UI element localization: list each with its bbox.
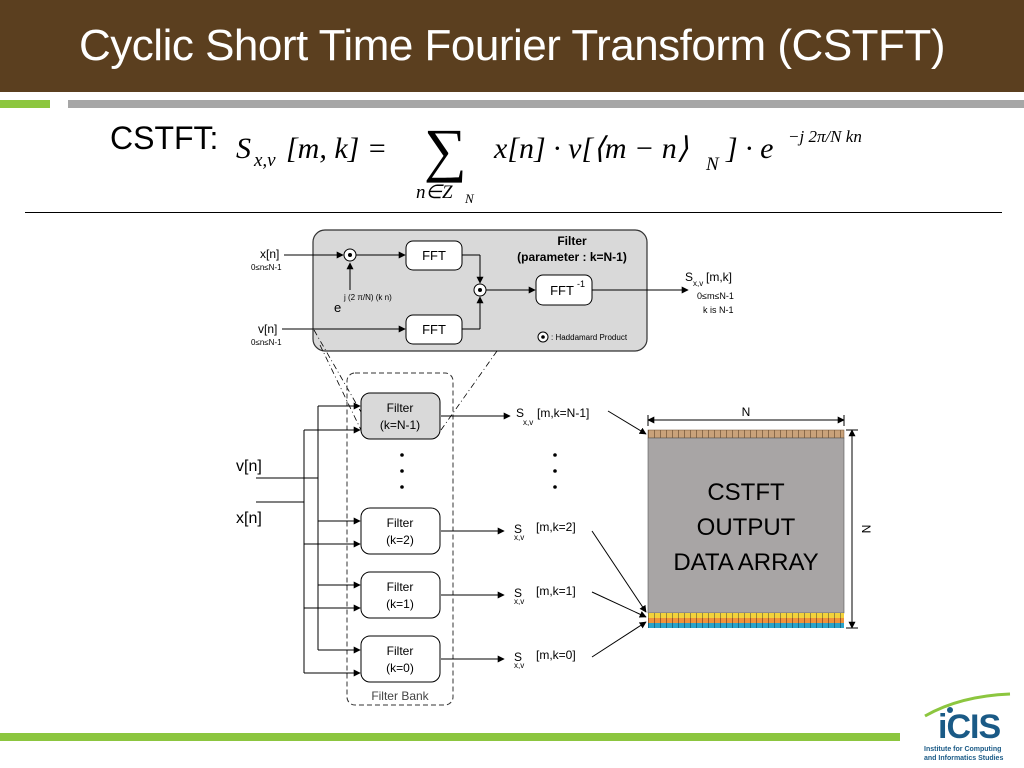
filter-k2-line2: (k=2): [386, 533, 414, 547]
filter-k0-line2: (k=0): [386, 661, 414, 675]
output-k1-sub: x,v: [514, 597, 524, 606]
bank-input-wiring: [256, 406, 319, 673]
output-data-array: CSTFT OUTPUT DATA ARRAY: [647, 429, 845, 628]
zoom-lines: [313, 329, 498, 431]
array-feed-arrows: [591, 410, 647, 658]
output-k1-symbol: S: [514, 586, 522, 600]
array-label-line3: DATA ARRAY: [673, 549, 818, 576]
detail-output-range2: k is N-1: [703, 305, 734, 315]
bank-ellipsis: [400, 453, 557, 489]
formula-term1-sub: N: [705, 154, 720, 175]
array-label-line2: OUTPUT: [697, 514, 796, 541]
filter-kN1-line2: (k=N-1): [380, 418, 420, 432]
icis-logo-sub1: Institute for Computing: [924, 746, 1002, 753]
icis-logo-sub2: and Informatics Studies: [924, 755, 1004, 762]
output-k0-sub: x,v: [514, 661, 524, 670]
accent-bar-green: [0, 100, 50, 108]
output-k2-symbol: S: [514, 522, 522, 536]
formula-lhs-sub: x,v: [253, 150, 276, 171]
filter-k0-line1: Filter: [387, 644, 414, 658]
formula-lhs-args: [m, k] =: [286, 132, 387, 165]
output-kN1-sub: x,v: [523, 418, 533, 427]
title-bar: [0, 0, 1024, 92]
formula-sum-index: n∈Z: [416, 182, 453, 203]
filter-k1-line1: Filter: [387, 580, 414, 594]
filter-bank-label: Filter Bank: [371, 689, 429, 703]
ifft-block-label: FFT: [550, 283, 574, 298]
filter-k2-line1: Filter: [387, 516, 414, 530]
filter-detail-title: Filter: [557, 234, 587, 248]
array-dim-right: N: [859, 525, 873, 534]
array-label-line1: CSTFT: [707, 479, 785, 506]
output-k1-args: [m,k=1]: [536, 584, 576, 598]
formula-lhs: S: [236, 132, 251, 165]
exp-power: j (2 π/N) (k n): [343, 293, 392, 302]
output-kN1-args: [m,k=N-1]: [537, 406, 589, 420]
icis-logo: iCIS: [938, 708, 1001, 746]
output-k0-args: [m,k=0]: [536, 648, 576, 662]
detail-output-symbol: S: [685, 270, 693, 284]
array-dim-top: N: [742, 405, 751, 419]
detail-input-x: x[n]: [260, 247, 279, 261]
filter-kN1-line1: Filter: [387, 401, 414, 415]
array-dimensions: [647, 415, 858, 629]
formula-exponent: −j 2π/N kn: [788, 127, 862, 146]
filter-k2: Filter (k=2): [360, 507, 441, 555]
ifft-block-sup: -1: [577, 279, 585, 289]
output-k2-args: [m,k=2]: [536, 520, 576, 534]
detail-input-v-range: 0≤n≤N-1: [251, 338, 282, 347]
accent-bar-gray: [68, 100, 1024, 108]
slide-title: Cyclic Short Time Fourier Transform (CST…: [79, 21, 945, 70]
bank-output-labels: S x,v [m,k=N-1] S x,v [m,k=2] S x,v [m,k…: [514, 406, 589, 670]
filter-k1: Filter (k=1): [360, 571, 441, 619]
filter-detail-subtitle: (parameter : k=N-1): [517, 250, 627, 264]
detail-output-args: [m,k]: [706, 270, 732, 284]
logo-swoosh-icon: [924, 692, 1011, 718]
bank-output-arrows: [441, 412, 511, 663]
hadamard-legend-text: : Haddamard Product: [551, 333, 628, 342]
filter-k1-line2: (k=1): [386, 597, 414, 611]
filter-kN1: Filter (k=N-1): [360, 392, 441, 440]
detail-input-x-range: 0≤n≤N-1: [251, 263, 282, 272]
bank-input-v: v[n]: [236, 458, 262, 475]
bank-input-x: x[n]: [236, 510, 262, 527]
footer-bar: [0, 733, 900, 741]
formula-term1: x[n] · v[⟨m − n⟩: [493, 132, 689, 165]
fft-block-top-label: FFT: [422, 248, 446, 263]
detail-input-v: v[n]: [258, 322, 277, 336]
divider-line: [25, 212, 1002, 213]
cstft-formula: S x,v [m, k] = ∑ n∈Z N x[n] · v[⟨m − n⟩ …: [236, 118, 862, 206]
fft-block-bottom-label: FFT: [422, 322, 446, 337]
filter-detail-panel: Filter (parameter : k=N-1) x[n] 0≤n≤N-1 …: [251, 229, 689, 352]
detail-output-range1: 0≤m≤N-1: [697, 291, 734, 301]
detail-output-sub: x,v: [693, 279, 703, 288]
formula-sum-symbol: ∑: [424, 118, 467, 183]
exp-base: e: [334, 300, 341, 315]
formula-term2: ] · e: [725, 132, 774, 165]
formula-sum-index-sub: N: [464, 191, 475, 206]
output-k2-sub: x,v: [514, 533, 524, 542]
filter-bank-container: [346, 372, 454, 706]
formula-label: CSTFT:: [110, 120, 219, 156]
filter-k0: Filter (k=0): [360, 635, 441, 683]
output-kN1-symbol: S: [516, 406, 524, 420]
bank-input-arrows: [304, 402, 361, 677]
output-k0-symbol: S: [514, 650, 522, 664]
